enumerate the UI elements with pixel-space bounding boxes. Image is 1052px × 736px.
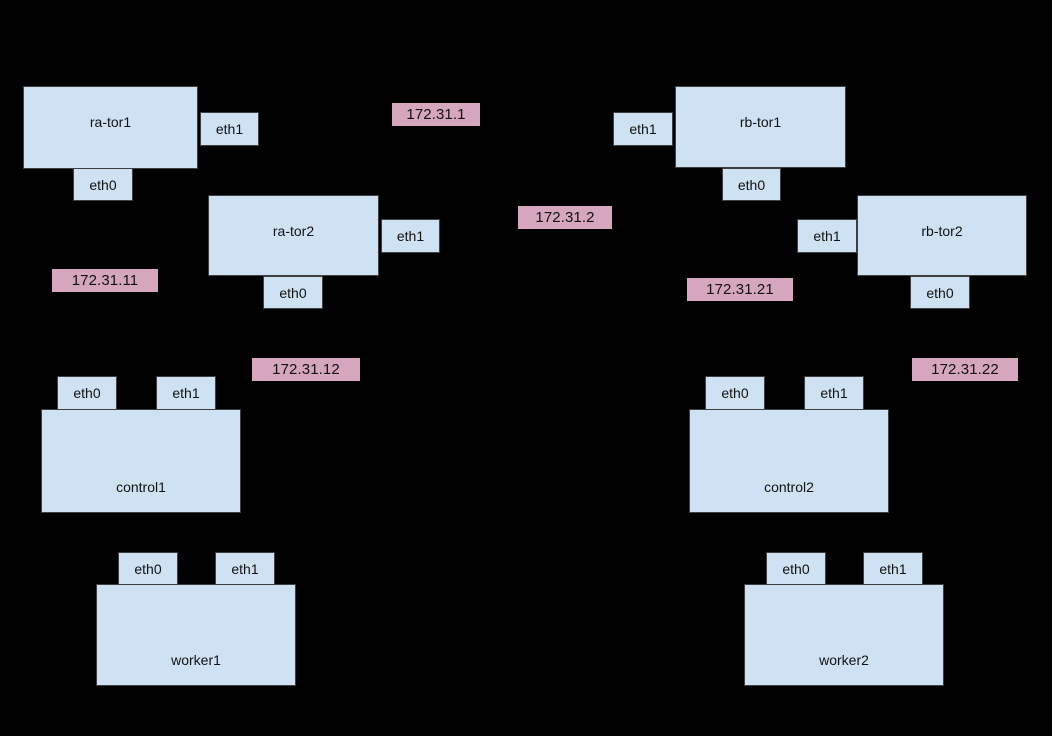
net-label-172-31-12: 172.31.12 xyxy=(252,358,360,381)
node-label-control1: control1 xyxy=(116,479,166,495)
iface-label: eth0 xyxy=(279,284,307,301)
node-rb-tor2[interactable]: rb-tor2 xyxy=(857,195,1027,276)
net-label-text: 172.31.1 xyxy=(406,106,466,123)
net-label-text: 172.31.11 xyxy=(71,272,139,289)
net-label-172-31-1: 172.31.1 xyxy=(392,103,480,126)
node-label-control2: control2 xyxy=(764,479,814,495)
iface-label: eth1 xyxy=(813,228,841,244)
node-control2[interactable]: control2 xyxy=(689,409,889,513)
net-label-text: 172.31.12 xyxy=(272,361,340,378)
iface-label: eth0 xyxy=(721,385,749,401)
iface-label: eth0 xyxy=(73,385,101,401)
iface-label: eth1 xyxy=(172,385,200,401)
node-control1[interactable]: control1 xyxy=(41,409,241,513)
node-label-ra-tor2: ra-tor2 xyxy=(272,223,315,239)
node-rb-tor1[interactable]: rb-tor1 xyxy=(675,86,846,168)
iface-worker2-eth0[interactable]: eth0 xyxy=(766,552,826,585)
iface-ra-tor1-eth1[interactable]: eth1 xyxy=(200,112,259,146)
iface-control1-eth1[interactable]: eth1 xyxy=(156,376,216,410)
iface-rb-tor2-eth0[interactable]: eth0 xyxy=(910,276,970,309)
net-label-text: 172.31.21 xyxy=(706,281,774,298)
node-worker1[interactable]: worker1 xyxy=(96,584,296,686)
iface-rb-tor1-eth1[interactable]: eth1 xyxy=(613,112,673,146)
net-label-172-31-11: 172.31.11 xyxy=(52,269,158,292)
net-label-172-31-22: 172.31.22 xyxy=(912,358,1018,381)
iface-label: eth1 xyxy=(396,228,425,244)
node-label-rb-tor2: rb-tor2 xyxy=(921,223,963,239)
net-label-text: 172.31.2 xyxy=(535,209,595,226)
iface-worker1-eth1[interactable]: eth1 xyxy=(215,552,275,585)
node-label-worker1: worker1 xyxy=(171,652,221,668)
iface-worker2-eth1[interactable]: eth1 xyxy=(863,552,923,585)
iface-label: eth1 xyxy=(231,560,259,577)
node-ra-tor2[interactable]: ra-tor2 xyxy=(208,195,379,276)
iface-control2-eth1[interactable]: eth1 xyxy=(804,376,864,410)
iface-ra-tor2-eth1[interactable]: eth1 xyxy=(381,219,440,253)
iface-control1-eth0[interactable]: eth0 xyxy=(57,376,117,410)
iface-label: eth0 xyxy=(134,560,162,577)
net-label-text: 172.31.22 xyxy=(931,361,999,378)
iface-worker1-eth0[interactable]: eth0 xyxy=(118,552,178,585)
node-label-ra-tor1: ra-tor1 xyxy=(89,114,132,130)
iface-rb-tor2-eth1[interactable]: eth1 xyxy=(797,219,857,253)
iface-label: eth1 xyxy=(629,121,657,137)
net-label-172-31-2: 172.31.2 xyxy=(518,206,612,229)
node-label-worker2: worker2 xyxy=(819,652,869,668)
iface-ra-tor1-eth0[interactable]: eth0 xyxy=(73,168,133,201)
node-label-rb-tor1: rb-tor1 xyxy=(739,114,782,130)
iface-label: eth1 xyxy=(879,560,907,577)
node-ra-tor1[interactable]: ra-tor1 xyxy=(23,86,198,169)
iface-ra-tor2-eth0[interactable]: eth0 xyxy=(263,276,323,309)
node-worker2[interactable]: worker2 xyxy=(744,584,944,686)
iface-rb-tor1-eth0[interactable]: eth0 xyxy=(722,168,781,201)
net-label-172-31-21: 172.31.21 xyxy=(687,278,793,301)
iface-label: eth1 xyxy=(820,385,848,401)
iface-label: eth1 xyxy=(215,121,244,137)
iface-label: eth0 xyxy=(782,560,810,577)
iface-label: eth0 xyxy=(737,176,766,193)
iface-control2-eth0[interactable]: eth0 xyxy=(705,376,765,410)
iface-label: eth0 xyxy=(89,176,117,193)
iface-label: eth0 xyxy=(926,284,954,301)
